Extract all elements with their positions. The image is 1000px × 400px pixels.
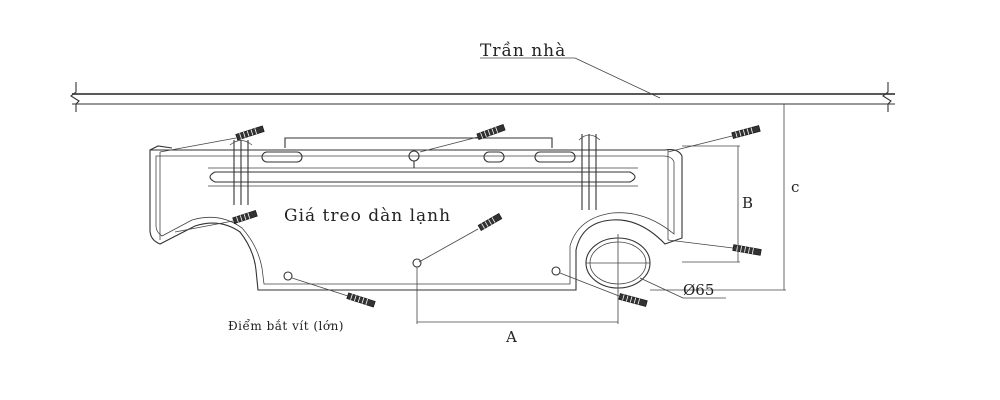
ceiling-leader-diagonal: [574, 57, 661, 99]
hole-diameter-label: Ø65: [683, 281, 714, 299]
screw-icon: [667, 239, 762, 256]
dimension-b: [682, 145, 740, 263]
ceiling-label: Trần nhà: [480, 41, 566, 61]
dimension-a-label: A: [505, 328, 517, 346]
screw-hole-right: [551, 266, 561, 276]
screw-icon: [174, 210, 258, 233]
screw-icon: [291, 277, 376, 308]
screw-hole-center: [412, 258, 422, 268]
screw-icon: [418, 212, 503, 263]
screw-icon: [667, 125, 761, 153]
dimension-b-label: B: [742, 194, 753, 212]
hole-diameter-leader: [639, 277, 726, 299]
screw-icon: [159, 125, 265, 153]
dimension-a: [416, 267, 619, 324]
bracket-label: Giá treo dàn lạnh: [284, 206, 451, 226]
bracket-body: [149, 134, 683, 291]
pipe-hole: [585, 234, 651, 292]
ceiling: [70, 82, 895, 112]
dimension-c: [650, 104, 786, 291]
screw-hole-left: [283, 271, 293, 281]
screw-point-label: Điểm bắt vít (lớn): [228, 318, 344, 333]
screw-icon: [419, 124, 506, 153]
dimension-c-label: c: [791, 178, 799, 196]
screw-icon: [559, 272, 648, 307]
